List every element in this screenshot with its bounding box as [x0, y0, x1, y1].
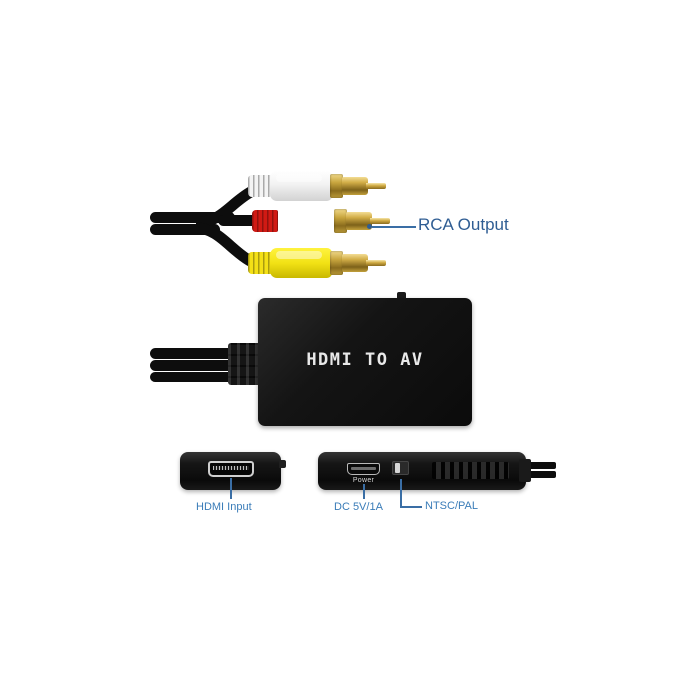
rca-barrel-white	[342, 177, 368, 195]
converter-input-cable-3	[150, 372, 260, 382]
rca-body-white	[270, 171, 332, 201]
converter-top-nub	[397, 292, 406, 299]
rca-pin-white	[366, 183, 386, 189]
power-port-silkscreen: Power	[352, 477, 375, 484]
device-right-exit-cable-2	[524, 471, 556, 478]
leader-line-rca	[372, 226, 416, 228]
callout-label-hdmi-input: HDMI Input	[196, 501, 252, 513]
converter-brand-label: HDMI TO AV	[306, 350, 424, 370]
cable-trunk-lower	[150, 224, 220, 235]
device-right-cable-boot	[519, 459, 531, 482]
callout-label-dc-power: DC 5V/1A	[334, 501, 383, 513]
rca-grip-white	[248, 175, 274, 197]
device-left-side-nub	[279, 460, 286, 468]
leader-line-ntsc-horizontal	[400, 506, 422, 508]
rca-body-yellow	[270, 248, 332, 278]
cable-branch-red	[218, 215, 273, 226]
device-right-exit-cable	[524, 462, 556, 469]
rca-collar-yellow	[330, 251, 343, 275]
dc-power-port	[347, 463, 380, 475]
leader-dot-rca	[367, 224, 372, 229]
hdmi-input-port	[208, 461, 254, 477]
converter-box: HDMI TO AV	[258, 298, 472, 426]
rca-grip-red	[252, 210, 278, 232]
rca-collar-white	[330, 174, 343, 198]
cable-trunk	[150, 212, 235, 223]
converter-input-cable-2	[150, 360, 260, 371]
callout-label-ntsc-pal: NTSC/PAL	[425, 500, 478, 512]
converter-input-cable-1	[150, 348, 260, 359]
rca-pin-yellow	[366, 260, 386, 266]
callout-label-rca-output: RCA Output	[418, 215, 509, 234]
rca-barrel-red	[346, 212, 372, 230]
rca-body-red	[274, 206, 336, 236]
leader-line-hdmi	[230, 478, 232, 499]
ventilation-slots	[432, 462, 509, 479]
leader-line-dc-power	[363, 484, 365, 499]
leader-line-ntsc-vertical	[400, 479, 402, 506]
rca-collar-red	[334, 209, 347, 233]
ntsc-pal-switch-toggle[interactable]	[395, 463, 400, 473]
rca-pin-red	[370, 218, 390, 224]
rca-grip-yellow	[248, 252, 274, 274]
rca-barrel-yellow	[342, 254, 368, 272]
